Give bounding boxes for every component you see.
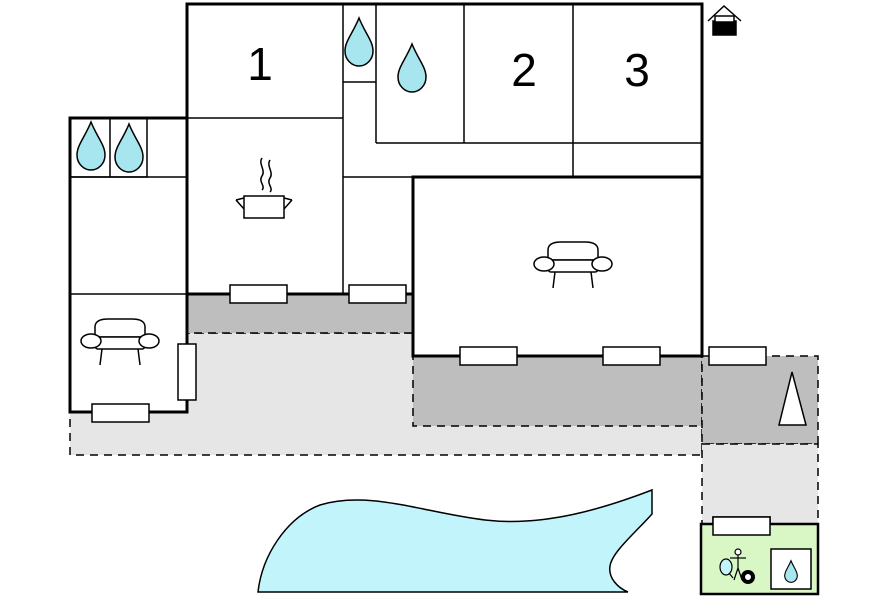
sofa-icon <box>80 318 160 366</box>
well-icon <box>707 4 742 36</box>
water-drop-icon <box>397 41 427 93</box>
window <box>602 346 661 366</box>
table-tennis-icon <box>719 548 746 581</box>
window <box>708 346 767 366</box>
window <box>177 343 197 401</box>
covered-terrace-right <box>412 355 703 427</box>
water-drop-icon <box>76 119 106 171</box>
room-number-1: 1 <box>247 38 273 90</box>
window <box>91 403 150 423</box>
open-terrace-path <box>701 443 819 525</box>
window <box>229 284 288 304</box>
swimming-pool <box>257 488 653 593</box>
billiard-ball-icon <box>741 570 755 584</box>
window <box>459 346 518 366</box>
room-number-2: 2 <box>511 44 537 96</box>
water-drop-icon <box>344 15 374 67</box>
window <box>712 516 771 536</box>
interior-walls <box>69 4 702 295</box>
game-room <box>699 516 820 596</box>
parasol-icon <box>778 371 807 426</box>
covered-terrace-corner <box>701 355 819 445</box>
water-drop-icon <box>784 559 798 583</box>
sofa-icon <box>533 241 613 289</box>
water-drop-icon <box>114 121 144 173</box>
window <box>348 284 407 304</box>
cooking-pot-icon <box>235 157 293 219</box>
room-number-3: 3 <box>624 44 650 96</box>
